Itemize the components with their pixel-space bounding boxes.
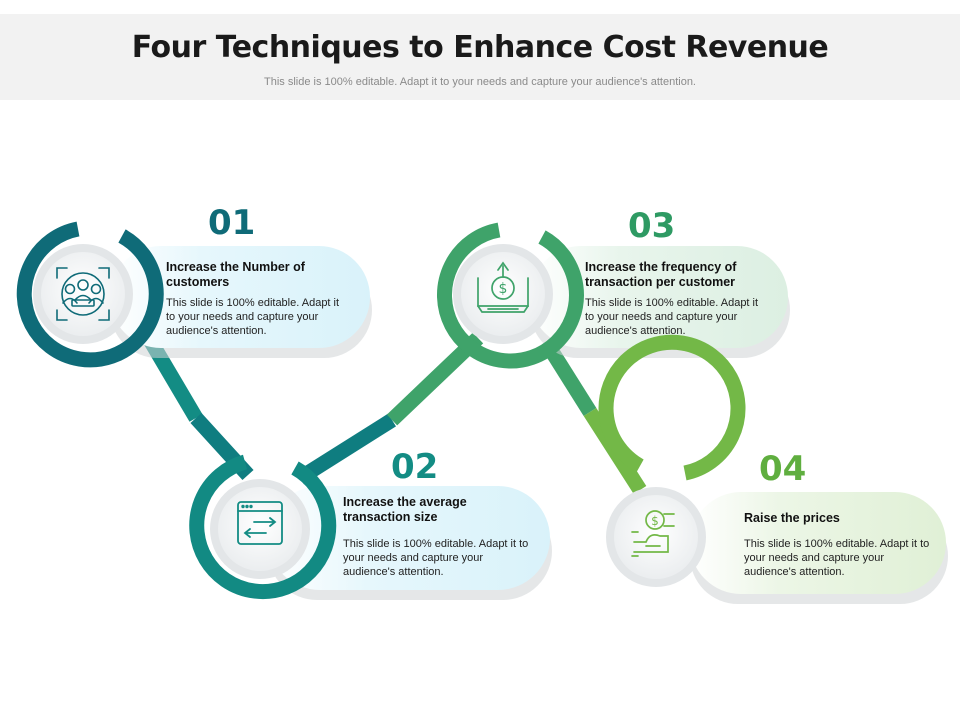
step-02-ring (189, 454, 337, 600)
step-01-heading: Increase the Number of customers (166, 260, 305, 289)
step-04-heading: Raise the prices (744, 511, 840, 525)
step-03-heading: Increase the frequency of transaction pe… (585, 260, 737, 289)
svg-text:$: $ (651, 514, 659, 528)
slide-subtitle: This slide is 100% editable. Adapt it to… (264, 76, 696, 88)
card-01 (110, 246, 370, 348)
step-03-ring (437, 222, 584, 369)
step-02-heading: Increase the average transaction size (343, 495, 467, 524)
step-01-text: Increase the Number of customers This sl… (166, 260, 348, 338)
step-04-body: This slide is 100% editable. Adapt it to… (744, 538, 930, 578)
step-03-number: 03 (628, 206, 676, 246)
dollar-upload-icon: $ (477, 261, 529, 313)
step-04-number: 04 (759, 449, 807, 489)
step-03-body: This slide is 100% editable. Adapt it to… (585, 297, 759, 337)
step-04-ring (598, 334, 746, 587)
slide-title: Four Techniques to Enhance Cost Revenue (131, 30, 829, 65)
step-02-number: 02 (391, 447, 439, 487)
step-01-number: 01 (208, 203, 256, 243)
step-01-ring (16, 221, 164, 368)
card-02 (268, 486, 550, 590)
hand-dollar-icon: $ (631, 510, 675, 557)
svg-text:$: $ (499, 281, 508, 297)
step-04-text: Raise the prices This slide is 100% edit… (744, 511, 930, 579)
step-02-body: This slide is 100% editable. Adapt it to… (343, 538, 529, 578)
card-03 (530, 246, 788, 348)
browser-transfer-icon (237, 501, 283, 545)
customers-target-icon (56, 267, 110, 321)
step-03-text: Increase the frequency of transaction pe… (585, 260, 767, 338)
card-04 (690, 492, 946, 594)
header-band (0, 14, 960, 100)
step-01-body: This slide is 100% editable. Adapt it to… (166, 297, 340, 337)
step-02-text: Increase the average transaction size Th… (343, 495, 531, 579)
